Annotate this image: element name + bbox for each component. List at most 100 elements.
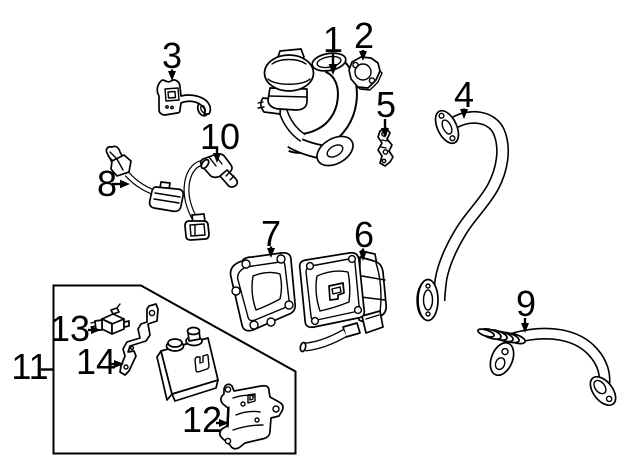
hole: [123, 364, 129, 370]
side-box-line: [365, 314, 380, 320]
neck-band: [268, 95, 308, 98]
foot-hole: [200, 104, 206, 114]
arrowhead: [267, 248, 275, 258]
hole: [381, 158, 387, 164]
flange-face: [316, 135, 354, 167]
flange-hole: [593, 379, 607, 395]
callout-3-label: 3: [162, 35, 182, 76]
callout-5: 5: [376, 84, 396, 138]
callout-8: 8: [97, 163, 130, 204]
bolt-hole: [231, 286, 241, 296]
callout-7: 7: [261, 213, 281, 258]
bottom-flange-hole: [422, 289, 434, 311]
callout-13-label: 13: [50, 308, 90, 349]
ear-hole: [224, 386, 232, 393]
callout-11-label: 11: [11, 346, 48, 387]
callout-4: 4: [454, 74, 474, 119]
window-inner: [167, 90, 177, 99]
callout-14-label: 14: [76, 341, 116, 382]
inner-outline: [236, 261, 290, 322]
bolt-hole: [438, 112, 445, 119]
bolt-hole: [425, 283, 431, 289]
bolt-hole: [347, 254, 357, 264]
part-4-egr-pipe: [416, 109, 510, 322]
hole: [129, 345, 135, 351]
probe-tip: [219, 169, 239, 188]
bolt-hole: [605, 395, 613, 403]
bolt-hole: [249, 320, 259, 330]
top-flange: [434, 109, 460, 145]
part-9-egr-pipe: [477, 327, 617, 407]
stamp-mark: [247, 393, 256, 404]
bolt-hole: [310, 316, 320, 326]
outline: [119, 303, 159, 376]
connector-inner: [189, 223, 206, 237]
bolt-hole: [276, 254, 286, 264]
bolt-hole: [501, 347, 509, 356]
side-ridges: [360, 262, 386, 314]
hose-fill: [279, 109, 305, 141]
ear-hole: [224, 437, 232, 445]
arrowhead: [359, 51, 367, 61]
part-1-air-valve-assembly: [257, 48, 358, 167]
callout-12: 12: [182, 399, 229, 440]
callout-13: 13: [50, 308, 101, 349]
bolt-hole: [449, 135, 456, 142]
part-3-bracket: [156, 79, 212, 117]
hex-facet: [116, 158, 124, 171]
window: [164, 87, 180, 102]
callout-1: 1: [323, 19, 343, 75]
callout-3: 3: [162, 35, 182, 81]
rivet: [165, 105, 169, 109]
outlet-flange: [316, 135, 354, 167]
part-13-vsv-valve: [90, 303, 130, 335]
bolt-hole: [425, 311, 431, 317]
part-6-egr-valve: [298, 250, 388, 353]
arrowhead: [381, 128, 389, 138]
outline: [218, 383, 284, 450]
flange-wave: [315, 270, 351, 312]
arrowhead: [521, 323, 529, 333]
callout-10-label: 10: [200, 116, 240, 157]
detail-lines: [380, 139, 388, 149]
part-8-oxygen-sensor: [105, 145, 185, 213]
right-flange: [589, 375, 617, 407]
callout-5-label: 5: [376, 84, 396, 125]
body-ring: [200, 158, 210, 170]
nub-line: [116, 303, 121, 309]
callout-2-label: 2: [354, 15, 374, 56]
bolt-hole: [305, 261, 315, 271]
callout-10: 10: [200, 116, 240, 163]
side-box: [361, 310, 384, 334]
callout-6: 6: [354, 214, 374, 261]
bolt-hole: [353, 305, 363, 315]
clamp-tabs: [257, 101, 265, 109]
arrowhead: [460, 109, 468, 119]
callout-2: 2: [354, 15, 374, 61]
bolt-hole: [284, 300, 294, 310]
right-port: [123, 320, 130, 328]
arrowhead: [328, 64, 338, 75]
callout-14: 14: [76, 341, 124, 382]
callout-4-label: 4: [454, 74, 474, 115]
tube-fill: [434, 112, 508, 302]
pump-dome-lines: [267, 58, 311, 85]
rivet: [170, 105, 174, 110]
callout-11: 11: [11, 346, 54, 387]
thickness-edge: [357, 70, 383, 91]
charcoal-canister: [156, 326, 219, 402]
arrowhead: [120, 179, 130, 189]
callout-1-label: 1: [323, 19, 343, 60]
part-10-oxygen-sensor: [183, 153, 239, 241]
bottom-tube-fill: [304, 330, 347, 351]
part-2-gasket: [348, 56, 383, 91]
bolt-hole: [241, 259, 251, 269]
cap-top: [167, 338, 183, 348]
tube-fill: [512, 329, 609, 387]
bellows-end: [477, 328, 495, 338]
callout-8-label: 8: [97, 163, 117, 204]
tube: [432, 110, 510, 302]
center-detail-inner: [331, 286, 342, 295]
port-top: [186, 326, 201, 336]
